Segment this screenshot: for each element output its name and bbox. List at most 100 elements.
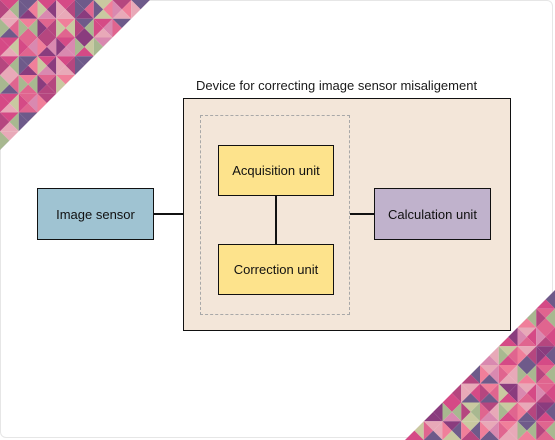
decor-triangle — [56, 37, 75, 47]
decor-triangle — [405, 365, 415, 384]
decor-triangle — [56, 131, 75, 141]
decor-triangle — [442, 421, 452, 440]
decor-triangle — [0, 56, 10, 75]
decor-triangle — [545, 402, 555, 422]
decor-triangle — [508, 346, 518, 365]
decor-triangle — [0, 56, 19, 66]
decor-triangle — [18, 93, 38, 104]
decor-triangle — [75, 0, 94, 10]
decor-triangle — [131, 131, 141, 150]
decor-triangle — [131, 18, 141, 38]
decor-triangle — [9, 93, 19, 113]
decor-triangle — [489, 365, 499, 384]
decor-triangle — [131, 37, 141, 57]
decor-triangle — [131, 131, 150, 141]
decor-triangle — [536, 430, 555, 440]
decor-triangle — [46, 131, 57, 150]
decor-triangle — [37, 75, 47, 94]
decor-triangle — [18, 46, 38, 57]
decor-triangle — [93, 18, 113, 29]
decor-triangle — [18, 112, 38, 122]
decor-triangle — [46, 75, 57, 94]
corner-decoration-top-left — [0, 0, 150, 150]
decor-triangle — [93, 18, 104, 38]
decor-triangle — [18, 93, 29, 113]
decor-triangle — [112, 0, 132, 10]
decor-triangle — [65, 131, 75, 150]
decor-triangle — [461, 421, 471, 440]
decor-triangle — [517, 393, 537, 403]
decor-triangle — [56, 75, 66, 94]
decor-triangle — [112, 56, 122, 75]
decor-triangle — [517, 355, 537, 365]
decor-triangle — [75, 93, 94, 104]
decor-triangle — [0, 9, 19, 19]
decor-triangle — [93, 131, 113, 141]
decor-triangle — [0, 46, 19, 57]
decor-triangle — [461, 346, 480, 356]
decor-triangle — [140, 18, 150, 38]
decor-triangle — [56, 18, 66, 38]
decor-triangle — [536, 318, 555, 328]
decor-triangle — [536, 308, 555, 319]
decor-triangle — [37, 121, 57, 132]
decor-triangle — [536, 383, 546, 403]
decor-triangle — [433, 402, 443, 422]
decor-triangle — [489, 402, 499, 422]
decor-triangle — [37, 0, 47, 19]
decor-triangle — [451, 383, 462, 403]
decor-triangle — [56, 93, 75, 104]
decor-triangle — [498, 430, 518, 440]
dashed-group-box — [200, 115, 350, 315]
decor-triangle — [423, 393, 443, 403]
decor-triangle — [536, 327, 546, 347]
decor-triangle — [405, 393, 424, 403]
decor-triangle — [480, 365, 490, 384]
decor-triangle — [0, 93, 19, 104]
decor-triangle — [56, 0, 75, 10]
decor-triangle — [461, 430, 480, 440]
decor-triangle — [480, 430, 499, 440]
decor-triangle — [517, 383, 527, 403]
decor-triangle — [93, 9, 113, 19]
decor-triangle — [56, 121, 75, 132]
decor-triangle — [140, 131, 150, 150]
decor-triangle — [131, 46, 150, 57]
decor-triangle — [0, 112, 10, 132]
decor-triangle — [0, 18, 19, 29]
decor-triangle — [112, 131, 122, 150]
decor-triangle — [112, 37, 132, 47]
decor-triangle — [131, 112, 141, 132]
decor-triangle — [9, 75, 19, 94]
decor-triangle — [442, 393, 462, 403]
decor-triangle — [498, 346, 518, 356]
decor-triangle — [461, 383, 471, 403]
decor-triangle — [75, 112, 94, 122]
decor-triangle — [46, 56, 57, 75]
decor-triangle — [470, 402, 480, 422]
decor-triangle — [131, 103, 150, 113]
decor-triangle — [37, 75, 57, 85]
decor-triangle — [75, 131, 94, 141]
decor-triangle — [56, 93, 66, 113]
decor-triangle — [480, 374, 499, 384]
decor-triangle — [93, 75, 104, 94]
decor-triangle — [131, 18, 150, 29]
decor-triangle — [498, 346, 509, 365]
decor-triangle — [461, 355, 480, 365]
decor-triangle — [517, 430, 537, 440]
decor-triangle — [0, 131, 10, 150]
decor-triangle — [18, 0, 38, 10]
connector-acquisition-to-correction — [275, 196, 277, 244]
decor-triangle — [18, 18, 38, 29]
decor-triangle — [112, 140, 132, 150]
decor-triangle — [423, 355, 443, 365]
decor-triangle — [498, 421, 509, 440]
decor-triangle — [536, 308, 546, 328]
decor-triangle — [28, 56, 38, 75]
decor-triangle — [56, 0, 66, 19]
decor-triangle — [131, 0, 141, 19]
decor-triangle — [498, 355, 518, 365]
decor-triangle — [405, 430, 424, 440]
decor-triangle — [423, 374, 443, 384]
